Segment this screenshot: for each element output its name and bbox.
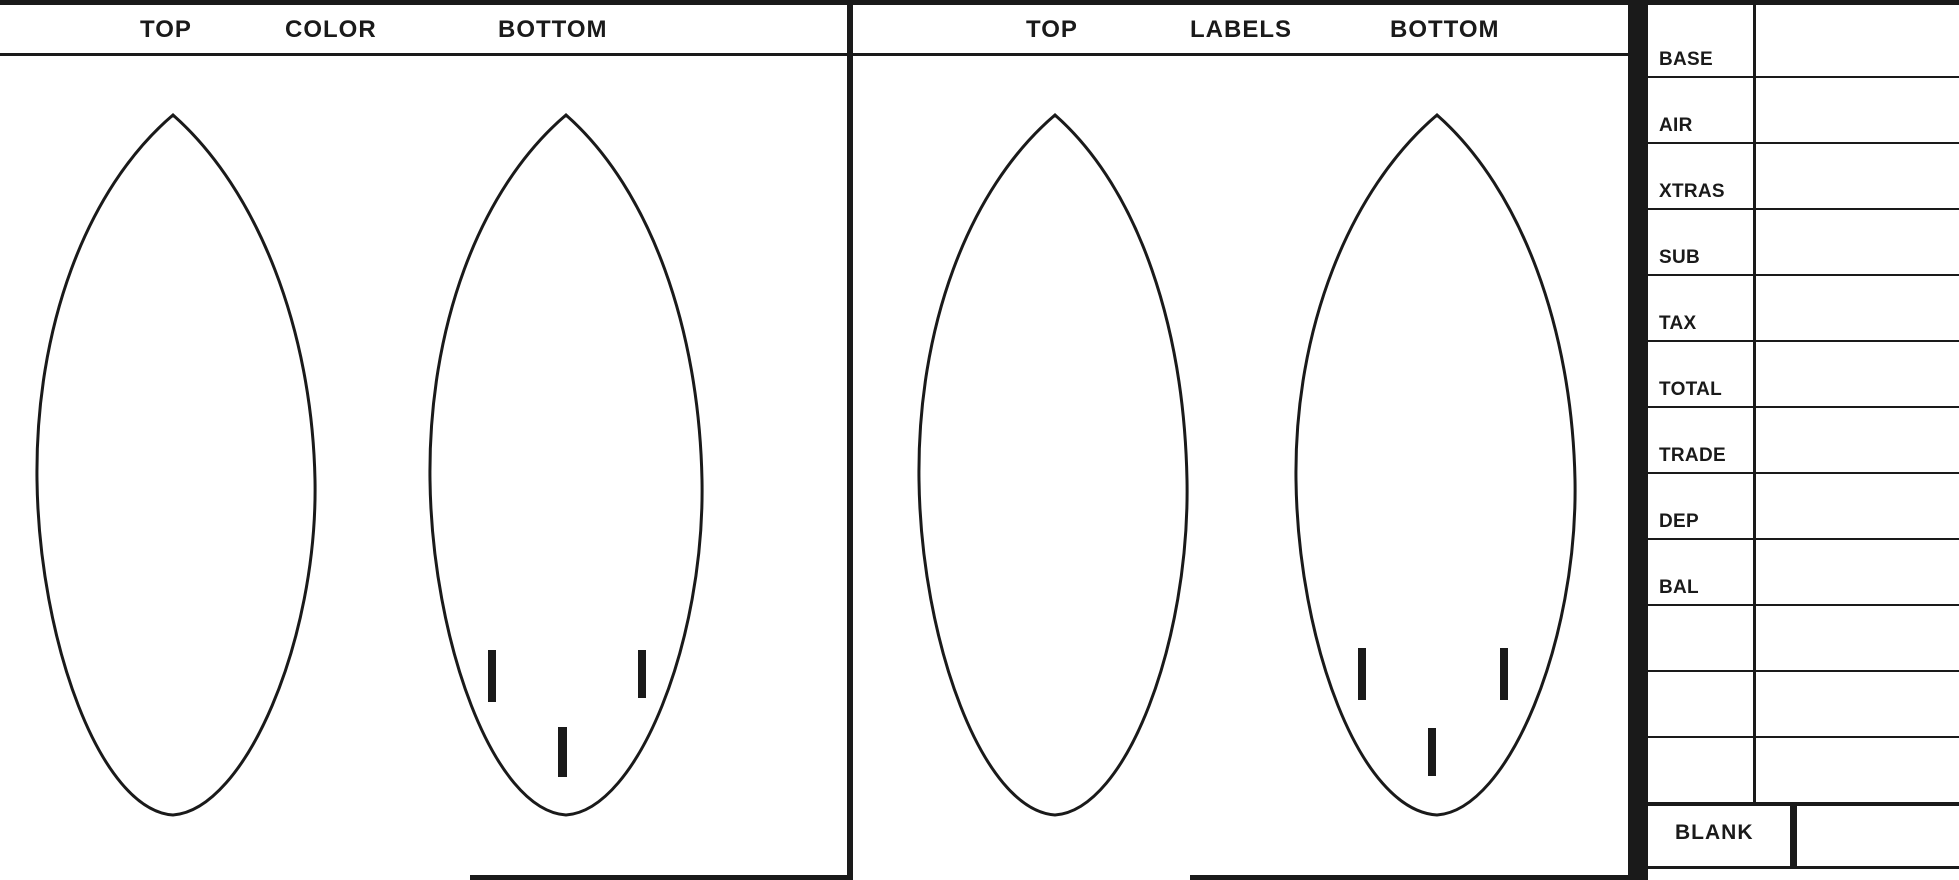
fin-right <box>1500 648 1508 700</box>
surfboard-diagrams <box>0 0 1635 880</box>
table-inner-column-line <box>1753 0 1756 803</box>
price-row-value-field[interactable] <box>1758 540 1956 602</box>
price-row-value-field[interactable] <box>1758 144 1956 206</box>
price-row-value-field[interactable] <box>1758 408 1956 470</box>
price-row-label: BASE <box>1659 50 1713 69</box>
fin-left <box>488 650 496 702</box>
price-row-label: TAX <box>1659 314 1697 333</box>
price-row-value-field[interactable] <box>1758 738 1956 800</box>
price-row-value-field[interactable] <box>1758 474 1956 536</box>
price-row-label: TOTAL <box>1659 380 1722 399</box>
blank-box-divider <box>1790 806 1797 868</box>
blank-box-bottom <box>1648 866 1959 869</box>
price-row-value-field[interactable] <box>1758 342 1956 404</box>
price-row-label: SUB <box>1659 248 1700 267</box>
price-row-value-field[interactable] <box>1758 210 1956 272</box>
price-row-value-field[interactable] <box>1758 672 1956 734</box>
fin-left <box>1358 648 1366 700</box>
board-top-labels-outline <box>919 115 1187 815</box>
price-row-value-field[interactable] <box>1758 12 1956 74</box>
price-row-value-field[interactable] <box>1758 276 1956 338</box>
price-row-label: XTRAS <box>1659 182 1725 201</box>
price-row-label: TRADE <box>1659 446 1726 465</box>
blank-label: BLANK <box>1675 822 1754 843</box>
blank-box-top <box>1648 803 1959 806</box>
price-row-label: BAL <box>1659 578 1699 597</box>
fin-center <box>558 727 567 777</box>
board-top-color-outline <box>37 115 315 815</box>
price-row-label: DEP <box>1659 512 1699 531</box>
board-bottom-color-outline <box>430 115 702 815</box>
board-bottom-labels-outline <box>1296 115 1575 815</box>
price-row-value-field[interactable] <box>1758 78 1956 140</box>
fin-center <box>1428 728 1436 776</box>
price-row-value-field[interactable] <box>1758 606 1956 668</box>
fin-right <box>638 650 646 698</box>
price-row-label: AIR <box>1659 116 1693 135</box>
